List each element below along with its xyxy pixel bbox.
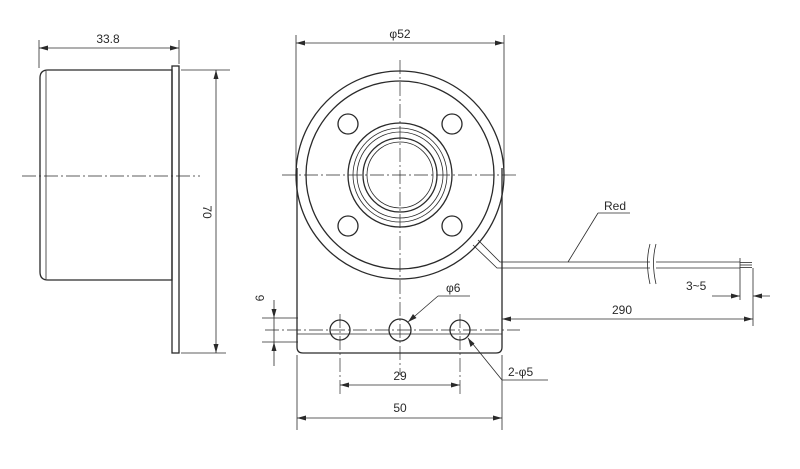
wire-color-label: Red [604, 199, 626, 213]
side-view: 33.8 70 [22, 32, 230, 354]
flange-hole [441, 215, 463, 237]
side-mount-plate [171, 65, 180, 354]
dim-spacing-label: 29 [393, 369, 407, 383]
dim-center-hole-label: φ6 [446, 281, 461, 295]
dim-diameter-label: φ52 [389, 27, 410, 41]
bracket-plate [296, 168, 503, 354]
dim-base-label: 50 [393, 401, 407, 415]
flange-hole [337, 113, 359, 135]
side-holes-leader [467, 337, 503, 381]
dim-side-holes-label: 2-φ5 [508, 365, 533, 379]
wire-break-mark [653, 243, 657, 285]
red-leader-line [567, 212, 599, 263]
dim-depth-label: 33.8 [96, 32, 120, 46]
flange-hole [337, 215, 359, 237]
dim-strip-label: 3~5 [686, 279, 707, 293]
lead-wire [477, 239, 650, 263]
wire-break-mark [647, 243, 651, 285]
flange-hole [441, 113, 463, 135]
side-body-outline [39, 69, 173, 281]
dim-lead-label: 290 [612, 303, 632, 317]
front-view: Red 3~5 290 φ52 6 [253, 27, 770, 430]
lead-wire [472, 244, 650, 269]
dim-height-label: 70 [200, 205, 214, 219]
dim-thickness-label: 6 [253, 294, 267, 301]
